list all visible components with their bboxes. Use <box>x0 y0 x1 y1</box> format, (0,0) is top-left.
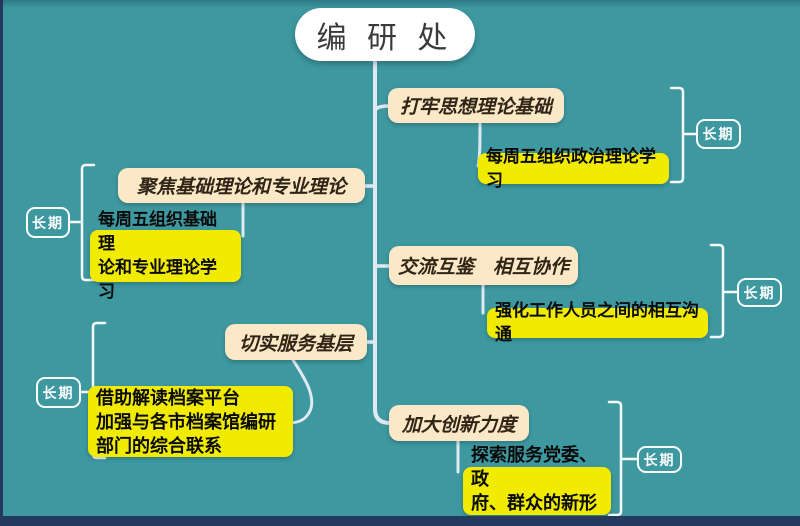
period-badge-3-label: 长期 <box>743 284 776 301</box>
bracket-5 <box>607 400 639 517</box>
child-node-2-label: 每周五组织基础理 论和专业理论学习 <box>98 210 217 301</box>
branch-node-1-label: 打牢思想理论基础 <box>399 97 552 118</box>
period-badge-2-label: 长期 <box>32 214 64 231</box>
branch-node-2: 聚焦基础理论和专业理论 <box>118 168 365 203</box>
child-node-4: 借助解读档案平台 加强与各市档案馆编研 部门的综合联系 <box>88 386 293 457</box>
child-node-1: 每周五组织政治理论学习 <box>478 147 669 190</box>
child-node-1-label: 每周五组织政治理论学习 <box>486 146 656 190</box>
period-badge-1-label: 长期 <box>702 126 735 142</box>
period-badge-2: 长期 <box>26 207 70 238</box>
period-badge-3: 长期 <box>737 278 782 307</box>
branch-node-5-label: 加大创新力度 <box>401 414 516 436</box>
root-node: 编 研 处 <box>295 8 475 61</box>
trunk-line <box>373 58 392 425</box>
child-node-3: 强化工作人员之间的相互沟通 <box>487 301 708 344</box>
period-badge-5: 长期 <box>637 446 682 473</box>
child-node-3-label: 强化工作人员之间的相互沟通 <box>495 301 699 344</box>
branch-node-3-label: 交流互鉴 相互协作 <box>397 257 569 278</box>
period-badge-1: 长期 <box>696 119 741 149</box>
branch-node-1: 打牢思想理论基础 <box>388 88 564 123</box>
child-node-5-label: 探索服务党委、政 府、群众的新形式 <box>471 445 597 526</box>
child-node-2: 每周五组织基础理 论和专业理论学习 <box>90 210 241 301</box>
child4-connector <box>286 358 314 425</box>
bracket-1 <box>669 86 698 184</box>
branch-node-4-label: 切实服务基层 <box>238 333 353 355</box>
bracket-3 <box>709 243 739 339</box>
bottom-edge-strip <box>0 516 800 526</box>
branch-node-3: 交流互鉴 相互协作 <box>389 246 578 285</box>
period-badge-4: 长期 <box>36 377 81 408</box>
left-edge-strip <box>0 0 3 526</box>
branch1-connector <box>373 104 391 113</box>
child-node-4-label: 借助解读档案平台 加强与各市档案馆编研 部门的综合联系 <box>96 387 276 456</box>
branch-node-4: 切实服务基层 <box>225 324 367 360</box>
child-node-5: 探索服务党委、政 府、群众的新形式 <box>463 445 611 526</box>
branch-node-5: 加大创新力度 <box>389 405 529 441</box>
root-node-label: 编 研 处 <box>316 21 454 55</box>
period-badge-4-label: 长期 <box>42 384 75 401</box>
period-badge-5-label: 长期 <box>643 451 676 468</box>
branch-node-2-label: 聚焦基础理论和专业理论 <box>136 177 346 198</box>
bracket-2 <box>68 163 96 282</box>
